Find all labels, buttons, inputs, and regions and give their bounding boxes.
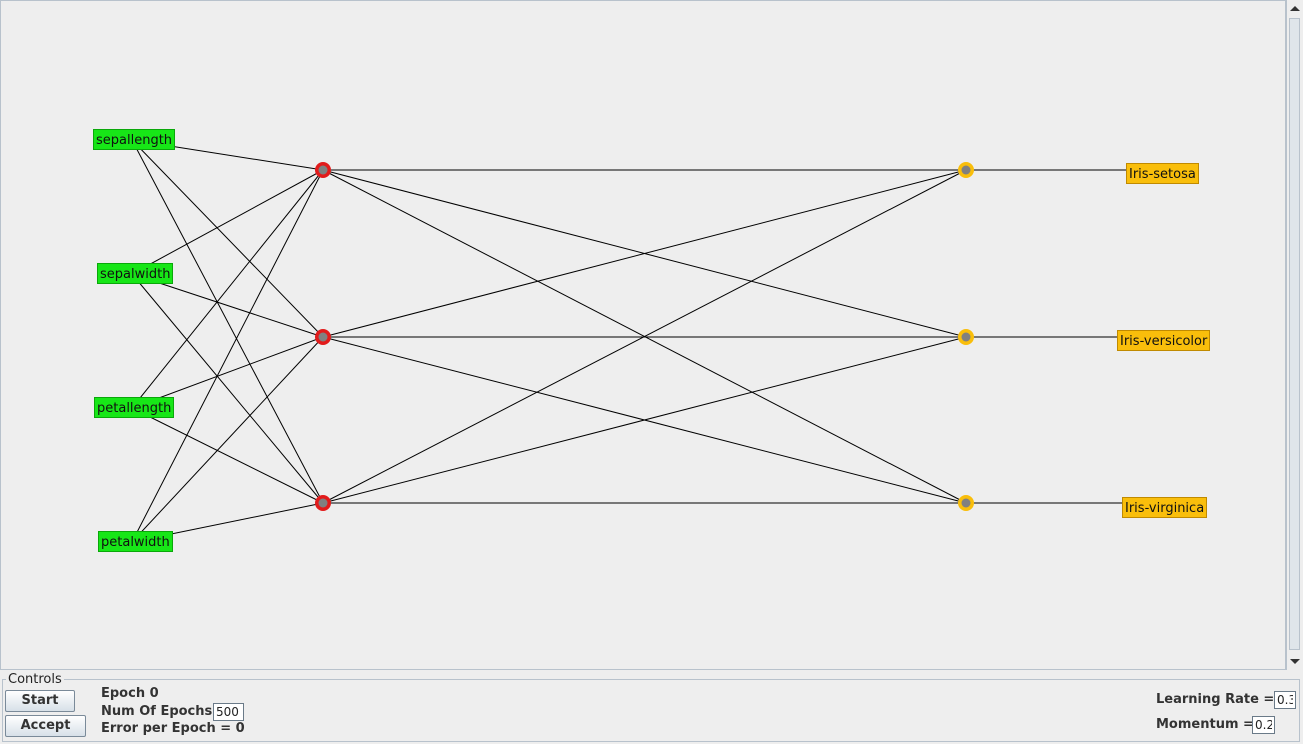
momentum-input[interactable] [1252, 716, 1275, 734]
edge-hidden-2-output-0 [322, 169, 967, 504]
output-node-iris-virginica[interactable]: Iris-virginica [1122, 497, 1208, 518]
num-epochs-input[interactable] [213, 703, 244, 721]
edge-hidden-2-output-1 [322, 336, 967, 504]
scroll-down-arrow-icon[interactable] [1290, 659, 1300, 664]
hidden-node-2[interactable] [315, 495, 331, 511]
hidden-node-0[interactable] [315, 162, 331, 178]
input-node-petalwidth[interactable]: petalwidth [98, 531, 173, 552]
edge-input-1-hidden-2 [131, 273, 324, 504]
num-epochs-label: Num Of Epochs [101, 704, 213, 719]
vertical-scrollbar[interactable] [1286, 0, 1303, 670]
edge-input-2-hidden-2 [131, 407, 324, 504]
edge-input-0-hidden-2 [131, 139, 324, 504]
error-per-epoch-label: Error per Epoch = 0 [101, 721, 245, 736]
nodes-layer [315, 162, 974, 511]
hidden-node-1[interactable] [315, 329, 331, 345]
learning-rate-input[interactable] [1274, 691, 1296, 709]
output-neuron-2[interactable] [958, 495, 974, 511]
momentum-label: Momentum = [1156, 717, 1254, 732]
edge-input-2-hidden-0 [131, 169, 324, 409]
edge-input-1-hidden-0 [131, 169, 324, 275]
controls-panel [2, 679, 1300, 742]
output-neuron-1[interactable] [958, 329, 974, 345]
edges-layer [131, 139, 1126, 543]
input-node-petallength[interactable]: petallength [94, 397, 175, 418]
edge-hidden-1-output-0 [322, 169, 967, 338]
edge-input-3-hidden-0 [131, 169, 324, 543]
learning-rate-label: Learning Rate = [1156, 692, 1275, 707]
scroll-track[interactable] [1289, 18, 1300, 650]
output-node-iris-setosa[interactable]: Iris-setosa [1126, 163, 1199, 184]
controls-title: Controls [6, 672, 64, 687]
edge-input-1-hidden-1 [131, 273, 324, 338]
scroll-up-arrow-icon[interactable] [1290, 6, 1300, 11]
input-node-sepalwidth[interactable]: sepalwidth [97, 263, 174, 284]
edge-input-3-hidden-1 [131, 336, 324, 543]
edge-input-2-hidden-1 [131, 336, 324, 409]
edge-input-0-hidden-1 [131, 139, 324, 338]
network-canvas: sepallength sepalwidth petallength petal… [0, 0, 1286, 670]
epoch-label: Epoch 0 [101, 686, 159, 701]
output-neuron-0[interactable] [958, 162, 974, 178]
start-button[interactable]: Start [5, 690, 75, 712]
accept-button[interactable]: Accept [5, 715, 86, 737]
output-node-iris-versicolor[interactable]: Iris-versicolor [1117, 330, 1211, 351]
network-diagram [131, 139, 1126, 543]
input-node-sepallength[interactable]: sepallength [93, 129, 176, 150]
